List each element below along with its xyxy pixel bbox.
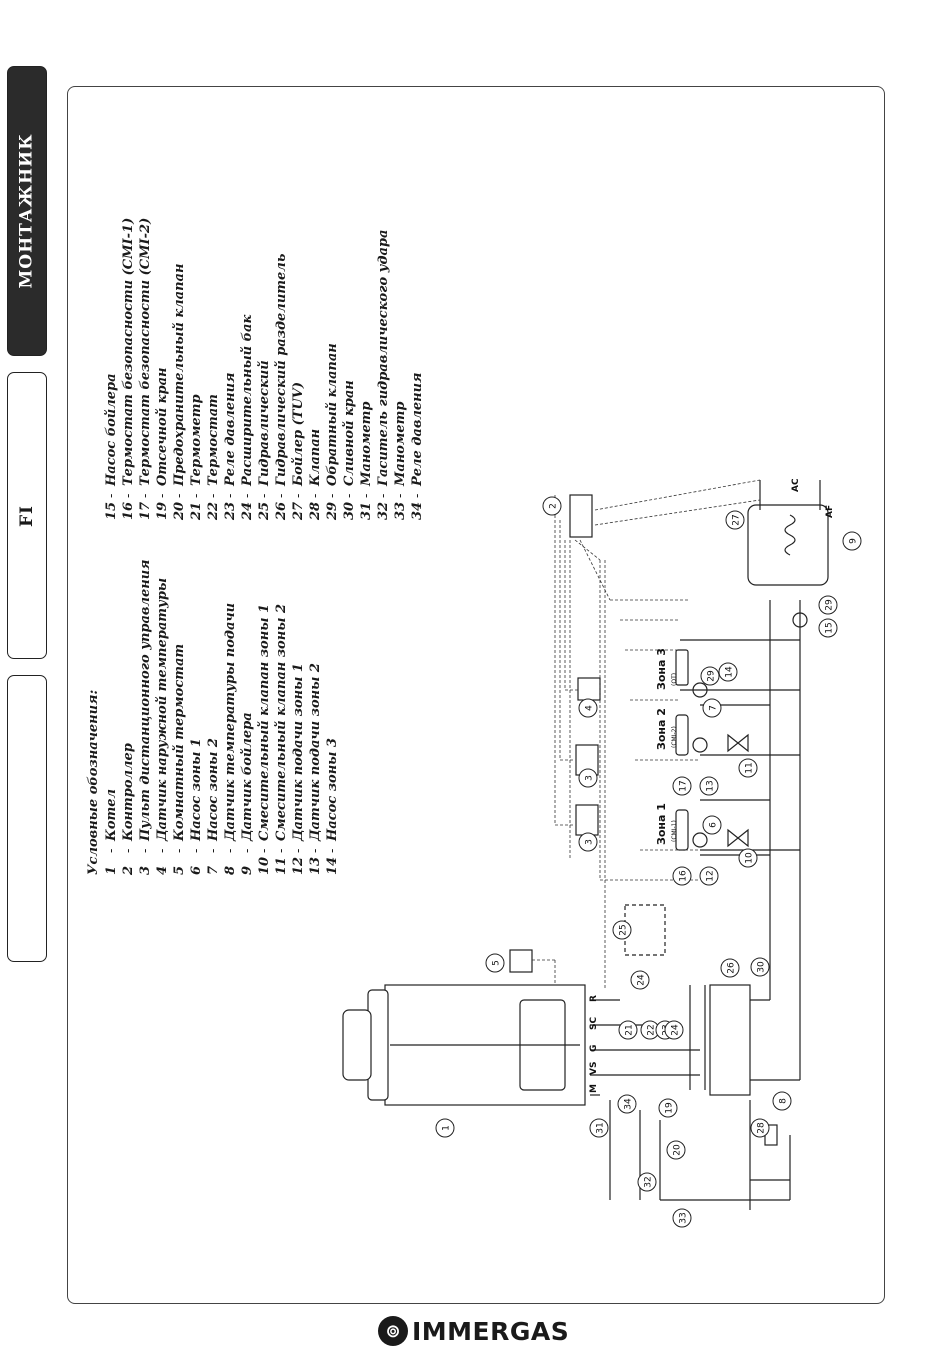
callout-26: 26 <box>720 958 740 978</box>
callout-number: 24 <box>671 1024 681 1036</box>
side-tab-user[interactable]: FI <box>7 372 47 659</box>
callout-number: 33 <box>679 1212 689 1223</box>
zone-sublabel-3: (ОТ) <box>671 673 678 686</box>
side-tab-service[interactable] <box>7 675 47 962</box>
callout-number: 13 <box>706 780 716 791</box>
callout-24: 24 <box>664 1020 684 1040</box>
callout-number: 24 <box>637 974 647 986</box>
callout-number: 26 <box>727 962 737 974</box>
callout-number: 10 <box>745 852 755 864</box>
callout-9: 9 <box>842 531 862 551</box>
port-label-vs: VS <box>589 1062 599 1075</box>
callout-number: 12 <box>706 870 716 881</box>
callout-1: 1 <box>435 1118 455 1138</box>
callout-number: 16 <box>679 870 689 882</box>
callout-number: 34 <box>624 1098 634 1110</box>
callout-29: 29 <box>700 666 720 686</box>
callout-21: 21 <box>618 1020 638 1040</box>
callout-number: 19 <box>665 1102 675 1114</box>
callout-number: 6 <box>709 822 719 828</box>
zone-sublabel-1: (СМI-1) <box>671 820 678 842</box>
callout-number: 1 <box>442 1125 452 1131</box>
port-label-g: G <box>589 1045 599 1052</box>
callout-number: 17 <box>679 780 689 791</box>
callout-20: 20 <box>666 1140 686 1160</box>
callout-3: 3 <box>578 768 598 788</box>
callout-25: 25 <box>612 920 632 940</box>
callout-19: 19 <box>658 1098 678 1118</box>
callout-11: 11 <box>738 758 758 778</box>
callout-number: 8 <box>779 1098 789 1104</box>
zone-label-1: Зона 1 <box>655 803 668 845</box>
callout-13: 13 <box>699 776 719 796</box>
callout-8: 8 <box>772 1091 792 1111</box>
callout-12: 12 <box>699 866 719 886</box>
port-label-r: R <box>589 995 599 1002</box>
content-frame <box>67 86 885 1304</box>
callout-17: 17 <box>672 776 692 796</box>
callout-27: 27 <box>725 510 745 530</box>
callout-number: 2 <box>549 503 559 509</box>
callout-33: 33 <box>672 1208 692 1228</box>
callout-number: 9 <box>849 538 859 544</box>
zone-label-2: Зона 2 <box>655 708 668 750</box>
callout-number: 25 <box>619 924 629 935</box>
callout-number: 29 <box>825 599 835 611</box>
callout-number: 4 <box>585 705 595 711</box>
tank-label-af: AF <box>825 505 835 518</box>
callout-number: 22 <box>647 1024 657 1035</box>
zone-sublabel-2: (СМI-2) <box>671 726 678 748</box>
hydraulic-separator <box>709 984 751 1096</box>
callout-7: 7 <box>702 698 722 718</box>
port-label-m: M <box>589 1084 599 1093</box>
boiler-flue <box>342 1009 372 1081</box>
storage-tank <box>747 504 829 586</box>
callout-14: 14 <box>718 662 738 682</box>
brand-name: IMMERGAS <box>412 1316 570 1346</box>
callout-2: 2 <box>542 496 562 516</box>
side-tab-installer[interactable]: МОНТАЖНИК <box>7 66 47 356</box>
brand-mark-icon: ⊚ <box>378 1316 408 1346</box>
controller-box <box>569 494 593 538</box>
callout-number: 30 <box>757 961 767 973</box>
callout-10: 10 <box>738 848 758 868</box>
callout-34: 34 <box>617 1094 637 1114</box>
port-label-sc: SC <box>589 1017 599 1030</box>
callout-32: 32 <box>637 1172 657 1192</box>
callout-number: 14 <box>725 666 735 678</box>
callout-6: 6 <box>702 815 722 835</box>
callout-number: 28 <box>757 1122 767 1134</box>
callout-number: 27 <box>732 514 742 525</box>
callout-number: 7 <box>709 705 719 711</box>
callout-number: 21 <box>625 1024 635 1035</box>
brand-logo: ⊚ IMMERGAS <box>378 1314 569 1348</box>
callout-4: 4 <box>578 698 598 718</box>
callout-number: 29 <box>707 670 717 682</box>
callout-3: 3 <box>578 832 598 852</box>
callout-16: 16 <box>672 866 692 886</box>
callout-15: 15 <box>818 618 838 638</box>
callout-24: 24 <box>630 970 650 990</box>
callout-28: 28 <box>750 1118 770 1138</box>
callout-number: 3 <box>585 775 595 781</box>
callout-5: 5 <box>485 953 505 973</box>
callout-number: 11 <box>745 762 755 773</box>
callout-number: 15 <box>825 622 835 633</box>
callout-number: 31 <box>596 1122 606 1133</box>
callout-number: 20 <box>673 1144 683 1156</box>
callout-number: 5 <box>492 960 502 966</box>
callout-number: 3 <box>585 839 595 845</box>
callout-31: 31 <box>589 1118 609 1138</box>
tank-label-ac: AC <box>791 478 801 492</box>
callout-number: 32 <box>644 1176 654 1187</box>
callout-30: 30 <box>750 957 770 977</box>
callout-29: 29 <box>818 595 838 615</box>
zone-label-3: Зона 3 <box>655 648 668 690</box>
